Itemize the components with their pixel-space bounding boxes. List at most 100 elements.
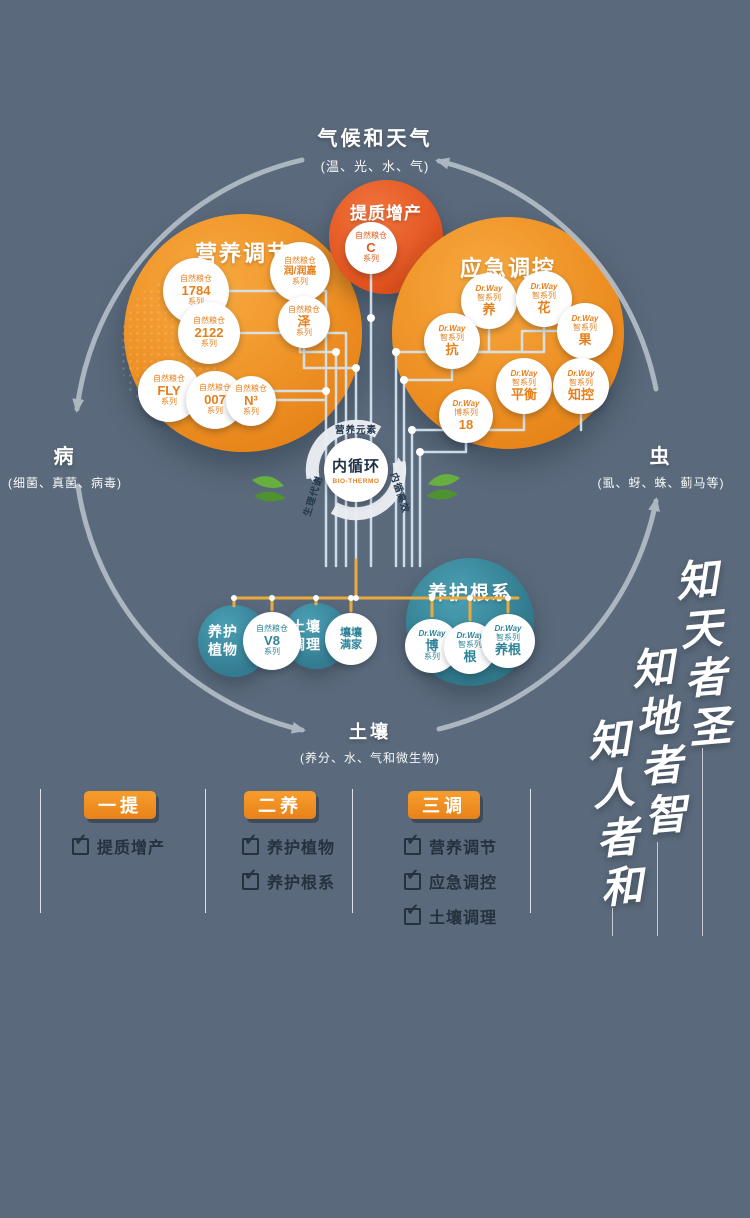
product-nature-n3: 自然粮仓 N³ 系列 — [226, 376, 276, 426]
product-name: 花 — [537, 299, 551, 315]
check-glyph: ✓ — [406, 866, 421, 884]
legend-divider — [530, 789, 531, 913]
cycle-label-climate: 气候和天气 (温、光、水、气) — [275, 122, 475, 175]
list-item: ✓ 土壤调理 — [404, 902, 498, 928]
product-name: 壤壤 — [340, 626, 362, 639]
check-glyph: ✓ — [406, 831, 421, 849]
cycle-label-soil: 土壤 (养分、水、气和微生物) — [270, 718, 470, 766]
product-series: 智系列 — [532, 290, 556, 300]
product-suffix: 系列 — [264, 647, 280, 657]
product-name: 博 — [425, 637, 439, 653]
calligraphy-rule-line — [702, 748, 703, 936]
cycle-title: 病 — [53, 446, 77, 468]
product-brand: Dr.Way — [494, 623, 522, 633]
cycle-label-disease: 病 (细菌、真菌、病毒) — [0, 440, 130, 491]
hub-title: 内循环 — [331, 458, 380, 475]
product-brand: 自然粮仓 — [256, 623, 288, 633]
product-drway-18: Dr.Way 博系列 18 — [439, 389, 493, 443]
hub-subtitle: BIO-THERMO — [332, 478, 380, 485]
product-brand: Dr.Way — [418, 628, 446, 638]
cycle-subtitle: (细菌、真菌、病毒) — [8, 476, 122, 490]
legend-button-eryang[interactable]: 二养 — [244, 791, 316, 819]
cycle-arrow-right-to-top — [435, 157, 659, 392]
list-item: ✓ 营养调节 — [404, 832, 498, 858]
check-glyph: ✓ — [406, 901, 421, 919]
hub-core: 内循环 BIO-THERMO — [324, 438, 388, 502]
product-series: 智系列 — [477, 292, 501, 302]
leaf-icon — [252, 476, 286, 502]
product-name: 果 — [578, 331, 592, 347]
check-glyph: ✓ — [74, 831, 89, 849]
product-name: FLY — [157, 382, 181, 398]
title-line: 养护 — [208, 623, 238, 640]
product-drway-pingheng: Dr.Way 智系列 平衡 — [496, 358, 552, 414]
checkbox-icon: ✓ — [242, 867, 259, 890]
product-name: 1784 — [181, 282, 211, 298]
group-title-plant-care: 养护 植物 — [198, 624, 248, 659]
product-suffix: 系列 — [292, 276, 308, 286]
legend-button-santiao[interactable]: 三调 — [408, 791, 480, 819]
list-item: ✓ 养护根系 — [242, 867, 336, 893]
group-title-quality: 提质增产 — [350, 204, 422, 223]
checkbox-icon: ✓ — [404, 832, 421, 855]
product-nature-2122: 自然粮仓 2122 系列 — [178, 302, 240, 364]
product-name: 知控 — [567, 386, 594, 402]
list-item-label: 营养调节 — [429, 840, 498, 857]
product-brand: 自然粮仓 — [153, 373, 185, 383]
title-line: 植物 — [208, 641, 238, 657]
cycle-subtitle: (温、光、水、气) — [320, 159, 430, 174]
legend-divider — [40, 789, 41, 913]
legend-divider — [205, 789, 206, 913]
product-nature-run: 自然粮仓 润/润嘉 系列 — [270, 242, 330, 302]
product-brand: Dr.Way — [456, 630, 484, 640]
product-series: 智系列 — [573, 322, 597, 332]
product-series: 智系列 — [440, 332, 464, 342]
product-brand: Dr.Way — [571, 313, 599, 323]
product-name: 平衡 — [510, 386, 537, 402]
product-suffix: 系列 — [243, 407, 259, 417]
cycle-title: 气候和天气 — [317, 128, 433, 150]
product-brand: 自然粮仓 — [180, 273, 212, 283]
product-nature-v8: 自然粮仓 V8 系列 — [243, 612, 301, 670]
hub-label-top: 营养元素 — [335, 424, 377, 436]
product-series: 智系列 — [512, 377, 536, 387]
checkbox-icon: ✓ — [404, 902, 421, 925]
list-item-label: 土壤调理 — [429, 910, 498, 927]
list-item-label: 养护根系 — [267, 875, 336, 892]
product-brand: 自然粮仓 — [193, 315, 225, 325]
product-name: 养根 — [494, 641, 521, 657]
product-series: 智系列 — [569, 377, 593, 387]
product-nature-ze: 自然粮仓 泽 系列 — [278, 296, 330, 348]
legend-button-yiti[interactable]: 一提 — [84, 791, 156, 819]
product-suffix: 系列 — [188, 297, 204, 307]
product-drway-guo: Dr.Way 智系列 果 — [557, 303, 613, 359]
product-drway-yanggen: Dr.Way 智系列 养根 — [481, 614, 535, 668]
calligraphy-rule-line — [612, 908, 613, 936]
product-name: 18 — [458, 416, 474, 432]
product-brand: Dr.Way — [530, 281, 558, 291]
product-name: 养 — [482, 301, 496, 317]
product-suffix: 系列 — [207, 406, 223, 416]
list-item-label: 提质增产 — [97, 840, 166, 857]
legend-list-santiao: ✓ 营养调节 ✓ 应急调控 ✓ 土壤调理 — [404, 832, 498, 939]
product-drway-kang: Dr.Way 智系列 抗 — [424, 313, 480, 369]
product-drway-yang: Dr.Way 智系列 养 — [461, 273, 517, 329]
product-suffix: 系列 — [363, 254, 379, 264]
list-item: ✓ 提质增产 — [72, 832, 166, 858]
cycle-title: 土壤 — [349, 722, 391, 742]
product-series: 智系列 — [458, 639, 482, 649]
product-drway-zhikong: Dr.Way 智系列 知控 — [553, 358, 609, 414]
list-item: ✓ 养护植物 — [242, 832, 335, 858]
product-brand: Dr.Way — [452, 398, 480, 408]
product-name: N³ — [244, 392, 258, 408]
check-glyph: ✓ — [244, 831, 259, 849]
product-rangrang-manjia: 壤壤 满家 — [325, 613, 377, 665]
product-brand: Dr.Way — [438, 323, 466, 333]
list-item: ✓ 应急调控 — [404, 867, 497, 893]
checkbox-icon: ✓ — [404, 867, 421, 890]
outer-cycle-arrows — [72, 157, 660, 734]
product-nature-c: 自然粮仓 C 系列 — [345, 222, 397, 274]
product-brand: 自然粮仓 — [235, 383, 267, 393]
cycle-arrow-bottom-to-right — [436, 497, 660, 732]
